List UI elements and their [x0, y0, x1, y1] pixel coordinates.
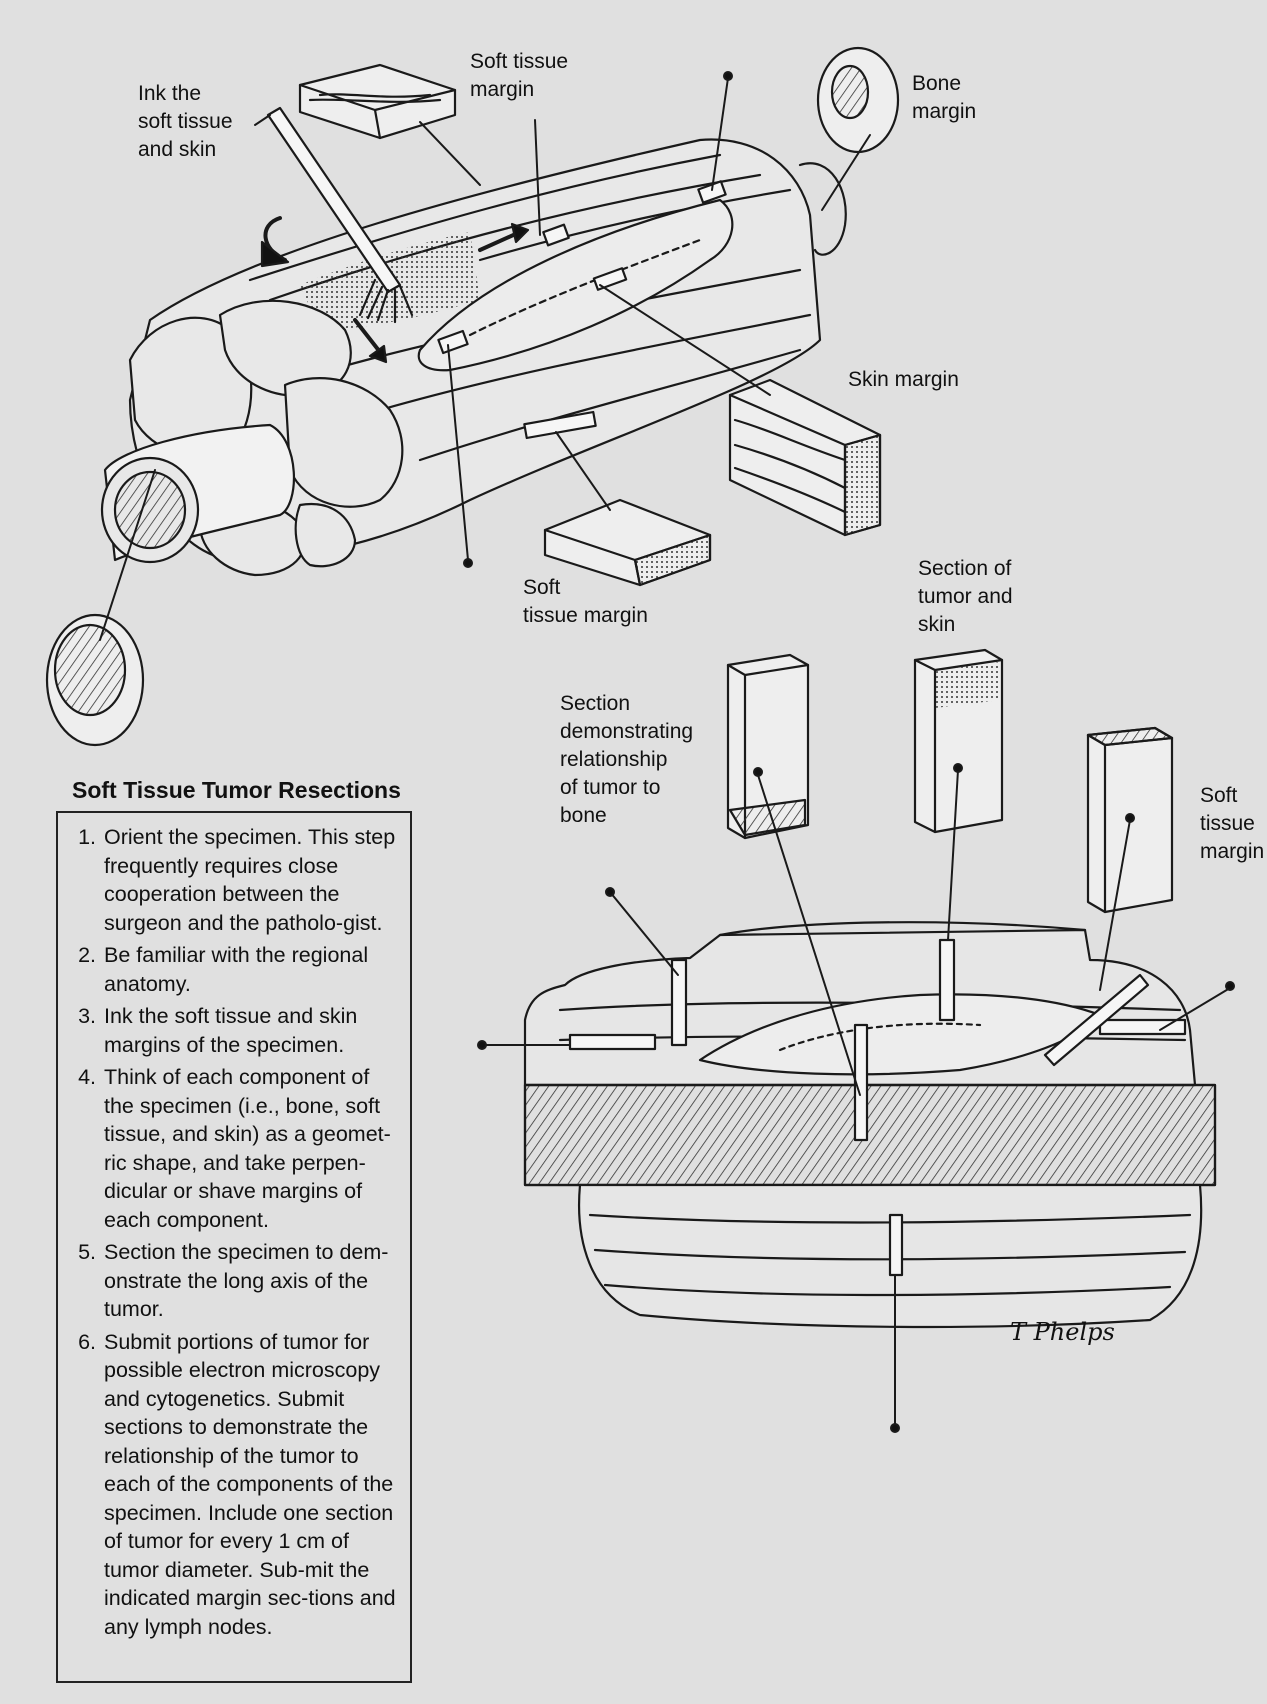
step-item: 2. Be familiar with the regional anatomy. [68, 941, 400, 998]
bone-cross-section-disc [45, 613, 145, 747]
step-text: Ink the soft tissue and skin margins of … [104, 1004, 358, 1057]
step-item: 6. Submit portions of tumor for possible … [68, 1328, 400, 1642]
step-item: 3. Ink the soft tissue and skin margins o… [68, 1002, 400, 1059]
step-number: 4. [78, 1065, 96, 1089]
section-block-bone [726, 653, 810, 840]
step-text: Submit portions of tumor for possible el… [104, 1329, 396, 1639]
label-skin-margin: Skin margin [848, 368, 959, 391]
step-text: Be familiar with the regional anatomy. [104, 943, 369, 996]
soft-tissue-margin-block-top [298, 63, 457, 140]
section-block-tumor-skin [913, 648, 1004, 834]
leader-lines-bottom [477, 763, 1235, 1433]
skin-margin-block [728, 378, 882, 537]
step-item: 4. Think of each component of the specime… [68, 1063, 400, 1234]
longitudinal-section [523, 921, 1217, 1329]
steps-list: 1. Orient the specimen. This step frequen… [68, 823, 400, 1641]
leader-lines-top [99, 71, 871, 641]
artist-signature: T Phelps [1010, 1318, 1115, 1346]
step-number: 1. [78, 825, 96, 849]
box-title: Soft Tissue Tumor Resections [72, 777, 401, 803]
step-text: Think of each component of the specimen … [104, 1065, 391, 1232]
step-number: 6. [78, 1329, 96, 1354]
step-item: 5. Section the specimen to dem-onstrate t… [68, 1238, 400, 1324]
step-item: 1. Orient the specimen. This step frequen… [68, 823, 400, 937]
step-number: 2. [78, 943, 96, 967]
bone-margin-disc [816, 46, 900, 154]
step-text: Orient the specimen. This step frequentl… [104, 825, 396, 935]
step-text: Section the specimen to dem-onstrate the… [104, 1240, 389, 1321]
soft-tissue-margin-block-bottom [543, 498, 712, 587]
step-number: 3. [78, 1004, 96, 1028]
limb-specimen [100, 106, 847, 577]
steps-box: 1. Orient the specimen. This step frequen… [56, 811, 412, 1683]
step-number: 5. [78, 1240, 96, 1264]
